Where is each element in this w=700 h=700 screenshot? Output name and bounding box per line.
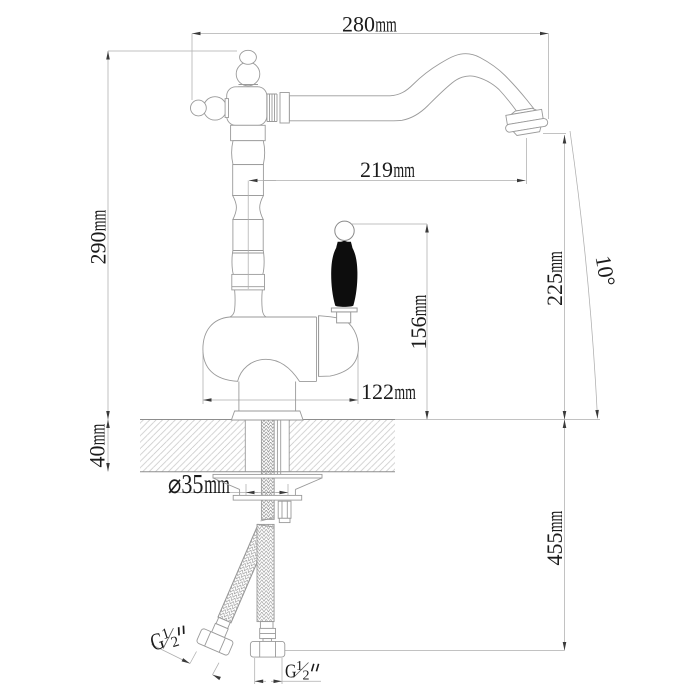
svg-text:156: 156 <box>406 317 431 350</box>
svg-text:455: 455 <box>542 533 567 566</box>
svg-text:mm: mm <box>407 295 431 317</box>
svg-text:G: G <box>285 660 297 682</box>
svg-text:mm: mm <box>85 424 109 446</box>
svg-text:290: 290 <box>86 232 111 265</box>
svg-text:mm: mm <box>86 210 110 232</box>
svg-text:mm: mm <box>394 380 416 404</box>
svg-text:mm: mm <box>393 158 415 182</box>
svg-text:219: 219 <box>360 157 393 182</box>
svg-text:mm: mm <box>543 251 567 273</box>
svg-text:mm: mm <box>543 511 567 533</box>
svg-text:122: 122 <box>361 379 394 404</box>
svg-text:280: 280 <box>342 12 375 37</box>
svg-text:2: 2 <box>303 669 310 684</box>
svg-text:2: 2 <box>169 634 181 652</box>
svg-text:10°: 10° <box>591 254 621 289</box>
svg-text:⌀35: ⌀35 <box>168 470 203 500</box>
svg-text:mm: mm <box>375 12 397 36</box>
svg-text:40: 40 <box>85 446 110 468</box>
svg-text:225: 225 <box>542 273 567 306</box>
svg-text:1: 1 <box>296 659 303 674</box>
